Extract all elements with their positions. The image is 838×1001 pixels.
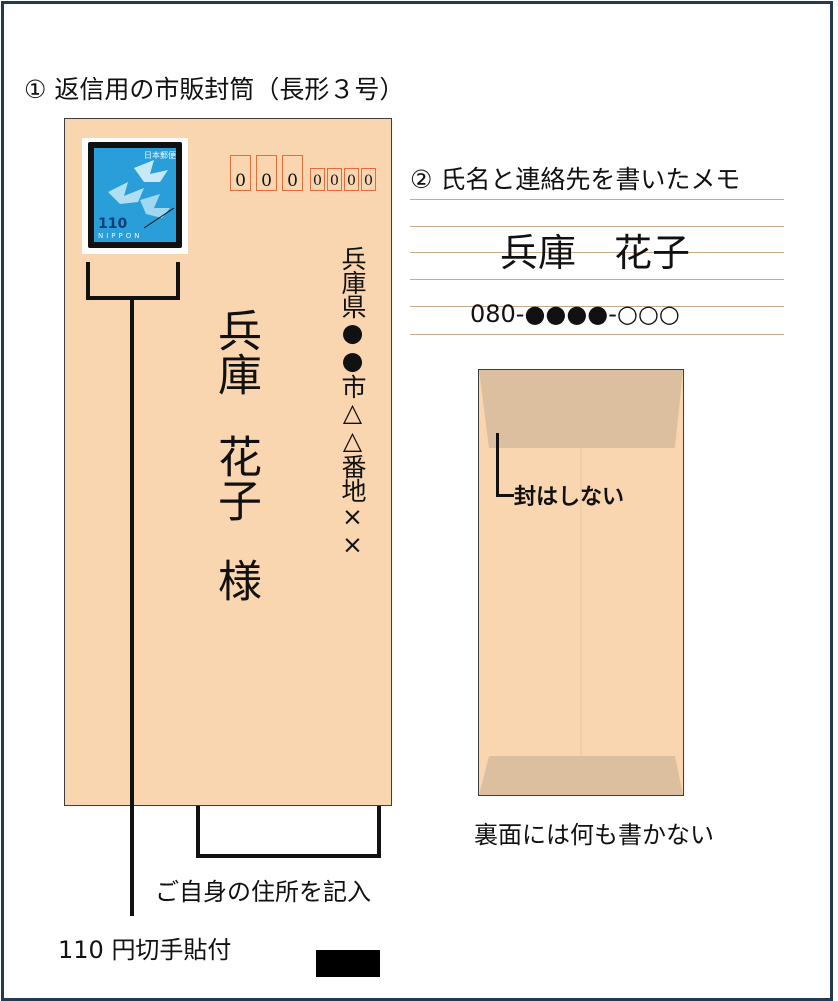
postal-digit-3: 0: [282, 155, 303, 191]
stamp-bracket-right: [176, 262, 180, 300]
flap-pointer-vertical: [496, 433, 499, 497]
memo-phone: 080-●●●●-○○○: [470, 300, 680, 328]
postal-digit-5: 0: [327, 168, 342, 191]
stamp-pointer-line: [130, 298, 134, 916]
memo-rule-1: [410, 199, 784, 200]
own-address-label: ご自身の住所を記入: [155, 878, 371, 906]
address-bracket-left: [196, 806, 200, 858]
stamp-area: 日本郵便 110 NIPPON: [82, 138, 188, 254]
stamp-issuer: 日本郵便: [144, 151, 176, 160]
address-bracket-bottom: [196, 854, 381, 858]
memo-name: 兵庫 花子: [500, 231, 691, 275]
address-bracket-right: [377, 806, 381, 858]
section-title-envelope: ① 返信用の市販封筒（長形３号）: [24, 75, 405, 104]
return-envelope-back: [478, 369, 684, 796]
stamp-country: NIPPON: [98, 232, 143, 240]
bird-icon: [108, 160, 175, 229]
recipient-honorific: 様: [210, 558, 261, 602]
stamp-note-label: 110 円切手貼付: [58, 936, 232, 964]
postal-digit-6: 0: [344, 168, 359, 191]
recipient-given-name: 花子: [210, 434, 261, 522]
stamp-border: 日本郵便 110 NIPPON: [88, 142, 182, 248]
stamp-bracket-left: [86, 262, 90, 300]
memo-rule-4: [410, 279, 784, 280]
flap-pointer-horizontal: [496, 494, 514, 497]
postage-stamp: 日本郵便 110 NIPPON: [94, 148, 176, 242]
postal-digit-2: 0: [256, 155, 277, 191]
flap-note: 封はしない: [514, 485, 625, 510]
memo-rule-6: [410, 334, 784, 335]
stamp-value: 110: [98, 216, 128, 232]
envelope-back-drawing: [479, 370, 683, 795]
section-title-memo: ② 氏名と連絡先を書いたメモ: [410, 165, 741, 194]
postal-digit-7: 0: [361, 168, 376, 191]
memo-rule-5: [410, 306, 784, 307]
memo-rule-2: [410, 226, 784, 227]
postal-digit-1: 0: [230, 155, 251, 191]
bottom-black-block: [316, 950, 380, 977]
memo-rule-3: [410, 252, 784, 253]
recipient-address: 兵庫県●●市△△番地××: [338, 246, 367, 558]
recipient-surname: 兵庫: [210, 308, 261, 396]
back-caption: 裏面には何も書かない: [474, 821, 714, 849]
postal-digit-4: 0: [310, 168, 325, 191]
